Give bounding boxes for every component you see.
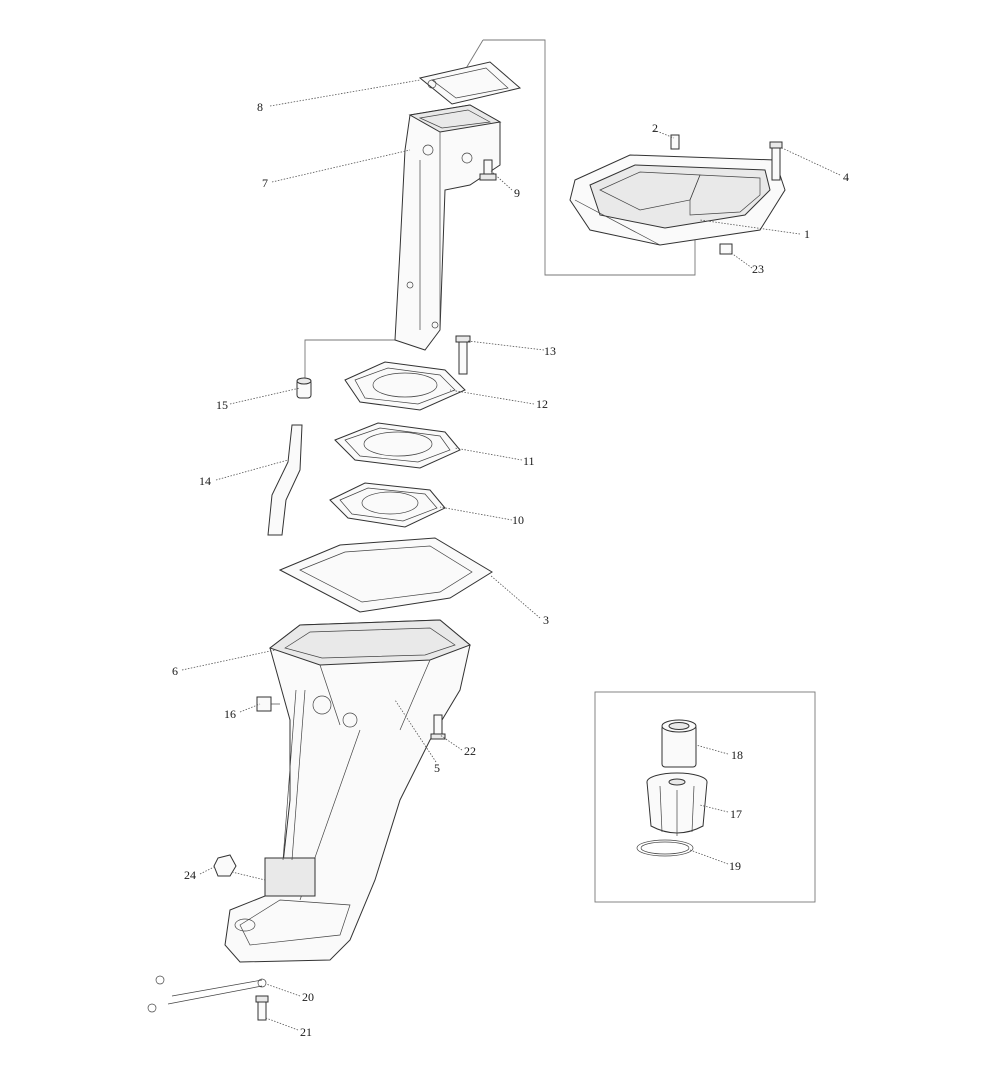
part-20-ground-cable: [147, 975, 267, 1013]
callout-23: 23: [752, 262, 764, 276]
part-14-water-tube: [267, 424, 303, 536]
callout-10: 10: [512, 513, 524, 527]
part-22-bolt: [430, 714, 446, 740]
part-15-grommet: [296, 377, 312, 399]
callout-18: 18: [731, 748, 743, 762]
callout-11: 11: [523, 454, 535, 468]
callout-1: 1: [804, 227, 810, 241]
part-16-bracket: [256, 696, 280, 712]
callout-labels: 1 2 3 4 5 6 7 8 9 10 11 12 13 14 15 16 1…: [172, 100, 849, 1039]
leader-lines: [181, 79, 841, 1031]
callout-13: 13: [544, 344, 556, 358]
callout-6: 6: [172, 664, 178, 678]
part-21-screw: [255, 995, 269, 1021]
callout-7: 7: [262, 176, 268, 190]
callout-4: 4: [843, 170, 849, 184]
part-9-bolt: [479, 159, 497, 181]
callout-16: 16: [224, 707, 236, 721]
part-17-impeller: [646, 772, 708, 836]
callout-9: 9: [514, 186, 520, 200]
part-12-plate: [344, 361, 466, 411]
callout-12: 12: [536, 397, 548, 411]
callout-22: 22: [464, 744, 476, 758]
callout-19: 19: [729, 859, 741, 873]
callout-14: 14: [199, 474, 211, 488]
part-6-driveshaft-housing: [224, 619, 471, 963]
callout-8: 8: [257, 100, 263, 114]
part-11-plate: [334, 422, 461, 469]
part-23-nut: [719, 243, 733, 255]
part-19-snap-ring: [636, 839, 694, 857]
part-3-gasket: [278, 537, 493, 613]
part-13-bolt: [455, 335, 471, 375]
callout-20: 20: [302, 990, 314, 1004]
part-24-plug: [213, 854, 237, 877]
callout-5: 5: [434, 761, 440, 775]
callout-24: 24: [184, 868, 196, 882]
part-7-exhaust-tube: [394, 104, 502, 351]
part-4-bolt: [769, 141, 783, 181]
callout-3: 3: [543, 613, 549, 627]
part-8-gasket: [418, 61, 522, 105]
impeller-inset-box: [594, 691, 816, 903]
part-18-impeller-liner: [661, 719, 697, 768]
reference-frame-lines: [304, 39, 696, 380]
part-2-pin: [670, 134, 680, 150]
part-1-adapter-plate: [569, 154, 786, 246]
callout-21: 21: [300, 1025, 312, 1039]
callout-17: 17: [730, 807, 742, 821]
callout-2: 2: [652, 121, 658, 135]
part-10-plate: [329, 482, 446, 528]
callout-15: 15: [216, 398, 228, 412]
